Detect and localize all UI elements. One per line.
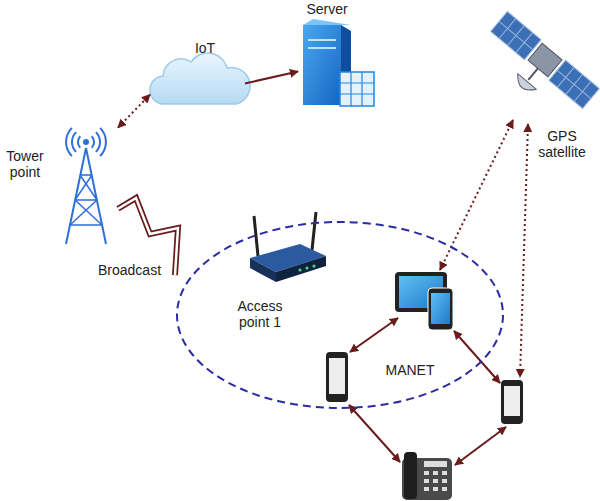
- tower-legs: [66, 148, 106, 244]
- phone-icon: [501, 380, 523, 424]
- node-label: GPS satellite: [530, 128, 594, 160]
- link-arrow: [245, 72, 298, 84]
- tower-node: Tower point: [0, 108, 118, 248]
- tower-icon: [66, 128, 106, 244]
- node-label: MANET: [375, 362, 445, 378]
- ellipse-outline: [175, 220, 505, 410]
- telephone-display: [424, 461, 447, 467]
- led: [305, 266, 308, 269]
- device-link: [454, 331, 500, 383]
- signal-waves: [92, 128, 106, 156]
- antenna: [312, 212, 316, 250]
- server-front: [303, 25, 341, 105]
- tablet-icon: [395, 272, 453, 330]
- link-arrow: [118, 95, 150, 128]
- node-label: Server: [298, 1, 356, 17]
- phone-frame: [501, 380, 523, 424]
- phone-icon: [326, 352, 348, 402]
- phone-screen: [504, 386, 520, 416]
- router-front: [250, 258, 276, 282]
- cloud-node: IoT: [150, 40, 245, 110]
- server-slot: [308, 39, 336, 41]
- satellite-node: GPS satellite: [488, 5, 600, 165]
- antenna-tip: [83, 139, 89, 145]
- manet-ellipse: MANET Access point 1: [175, 220, 505, 410]
- storage-cube: [340, 72, 374, 106]
- dish: [513, 74, 537, 96]
- satellite-body: [528, 43, 562, 77]
- gps-link: [520, 124, 528, 377]
- telephone-handset: [404, 452, 417, 499]
- manet-boundary: [177, 222, 503, 408]
- phone-frame: [326, 352, 348, 402]
- device-link: [350, 318, 398, 352]
- phone-screen: [329, 358, 345, 394]
- led: [312, 264, 315, 267]
- phone-frame: [428, 288, 453, 330]
- access-point-node: Access point 1: [222, 212, 330, 334]
- phone-screen: [431, 293, 450, 324]
- dish-mast: [528, 68, 538, 79]
- signal-waves: [66, 128, 80, 156]
- node-label: Access point 1: [228, 298, 292, 330]
- keypad: [424, 471, 447, 491]
- panel-grid: [491, 11, 600, 108]
- node-label: IoT: [170, 40, 240, 56]
- led: [298, 268, 301, 271]
- server-top: [303, 19, 351, 25]
- node-label: Tower point: [0, 148, 50, 180]
- tower-braces: [70, 175, 102, 225]
- satellite-icon: [476, 11, 599, 126]
- device-link: [455, 427, 506, 465]
- router-side: [276, 256, 326, 282]
- device-link: [349, 405, 400, 462]
- server-slot: [308, 47, 336, 49]
- server-node: Server: [298, 0, 380, 110]
- server-icon: [303, 19, 374, 106]
- edge-label: Broadcast: [98, 262, 161, 278]
- storage-grid: [340, 72, 374, 106]
- device-links: [349, 120, 528, 465]
- telephone-icon: [402, 452, 452, 500]
- cloud-icon: [150, 53, 250, 104]
